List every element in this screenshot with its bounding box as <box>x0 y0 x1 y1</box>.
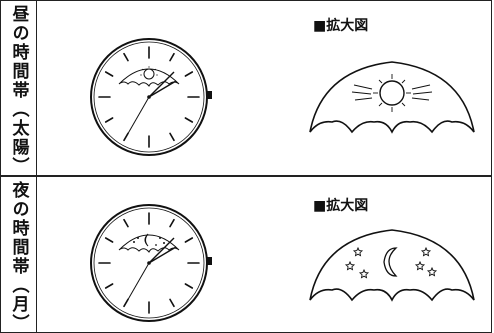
nighttime-label-column: 夜の時間帯（月） <box>1 177 37 333</box>
daytime-watch-diagram <box>90 38 212 156</box>
daytime-panel: 昼の時間帯（太陽） <box>0 0 492 176</box>
daytime-label: 昼の時間帯（太陽） <box>8 5 29 176</box>
daytime-zoom-diagram <box>309 61 475 134</box>
nighttime-label: 夜の時間帯（月） <box>8 181 29 333</box>
nighttime-watch-diagram <box>90 204 212 322</box>
nighttime-zoom-title: ■拡大図 <box>313 198 369 214</box>
nighttime-zoom-diagram <box>309 229 475 302</box>
daytime-label-column: 昼の時間帯（太陽） <box>1 1 37 176</box>
daytime-zoom-title: ■拡大図 <box>313 18 369 34</box>
